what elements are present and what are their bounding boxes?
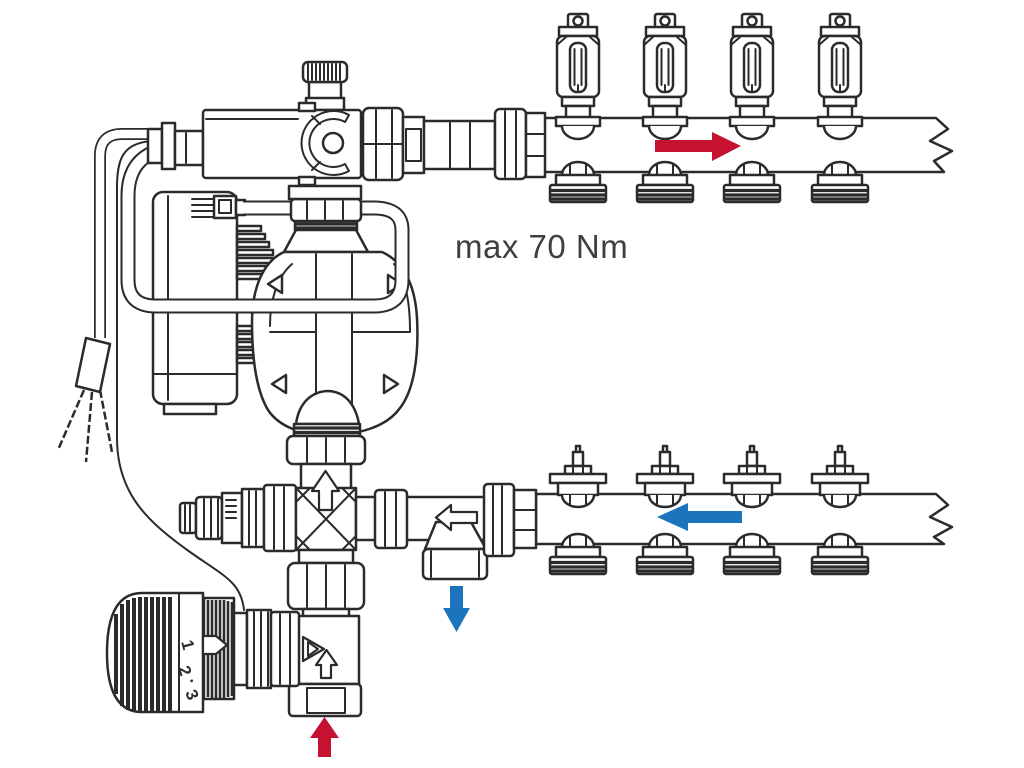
ball-valve-port [300, 110, 350, 176]
bypass-valve [178, 483, 298, 553]
thermostatic-head: 1 2 · 3 [105, 591, 301, 714]
return-line [354, 488, 490, 632]
supply-manifold [542, 12, 954, 204]
head-scale-dot: · [182, 675, 202, 687]
supply-flow-right-arrow-icon [655, 132, 741, 161]
check-valve-left-outline-arrow-icon [434, 503, 479, 532]
pump-motor [151, 190, 279, 416]
return-manifold [482, 444, 954, 576]
head-setting-pointer [201, 634, 229, 656]
pump-power-cable [56, 128, 172, 463]
torque-note-label: max 70 Nm [455, 228, 628, 265]
ball-valve-housing [146, 60, 547, 187]
pump-frame-bracket [120, 139, 410, 314]
thermostatic-valve-assembly [285, 548, 366, 757]
check-valve-tee [421, 503, 489, 581]
flow-meter-valve-2 [641, 12, 689, 141]
valve-flow-up-outline-arrow-icon [314, 648, 339, 680]
return-flow-left-arrow-icon [657, 503, 742, 531]
inlet-up-arrow-icon [310, 717, 339, 757]
flow-meter-valve-3 [728, 12, 776, 141]
pump-volute [250, 226, 419, 437]
cross-mixing-valve [294, 469, 358, 552]
flow-up-outline-arrow-icon [310, 469, 341, 512]
flow-meter-valve-1 [554, 12, 602, 141]
return-manifold-end-fitting [482, 482, 538, 558]
handwheel-knob [301, 60, 349, 112]
capillary-tube [116, 140, 245, 611]
flow-meter-valve-4 [816, 12, 864, 141]
pump-top-union [287, 184, 363, 232]
supply-connection-pipe [361, 106, 547, 182]
return-outlet-down-arrow-icon [443, 586, 470, 632]
